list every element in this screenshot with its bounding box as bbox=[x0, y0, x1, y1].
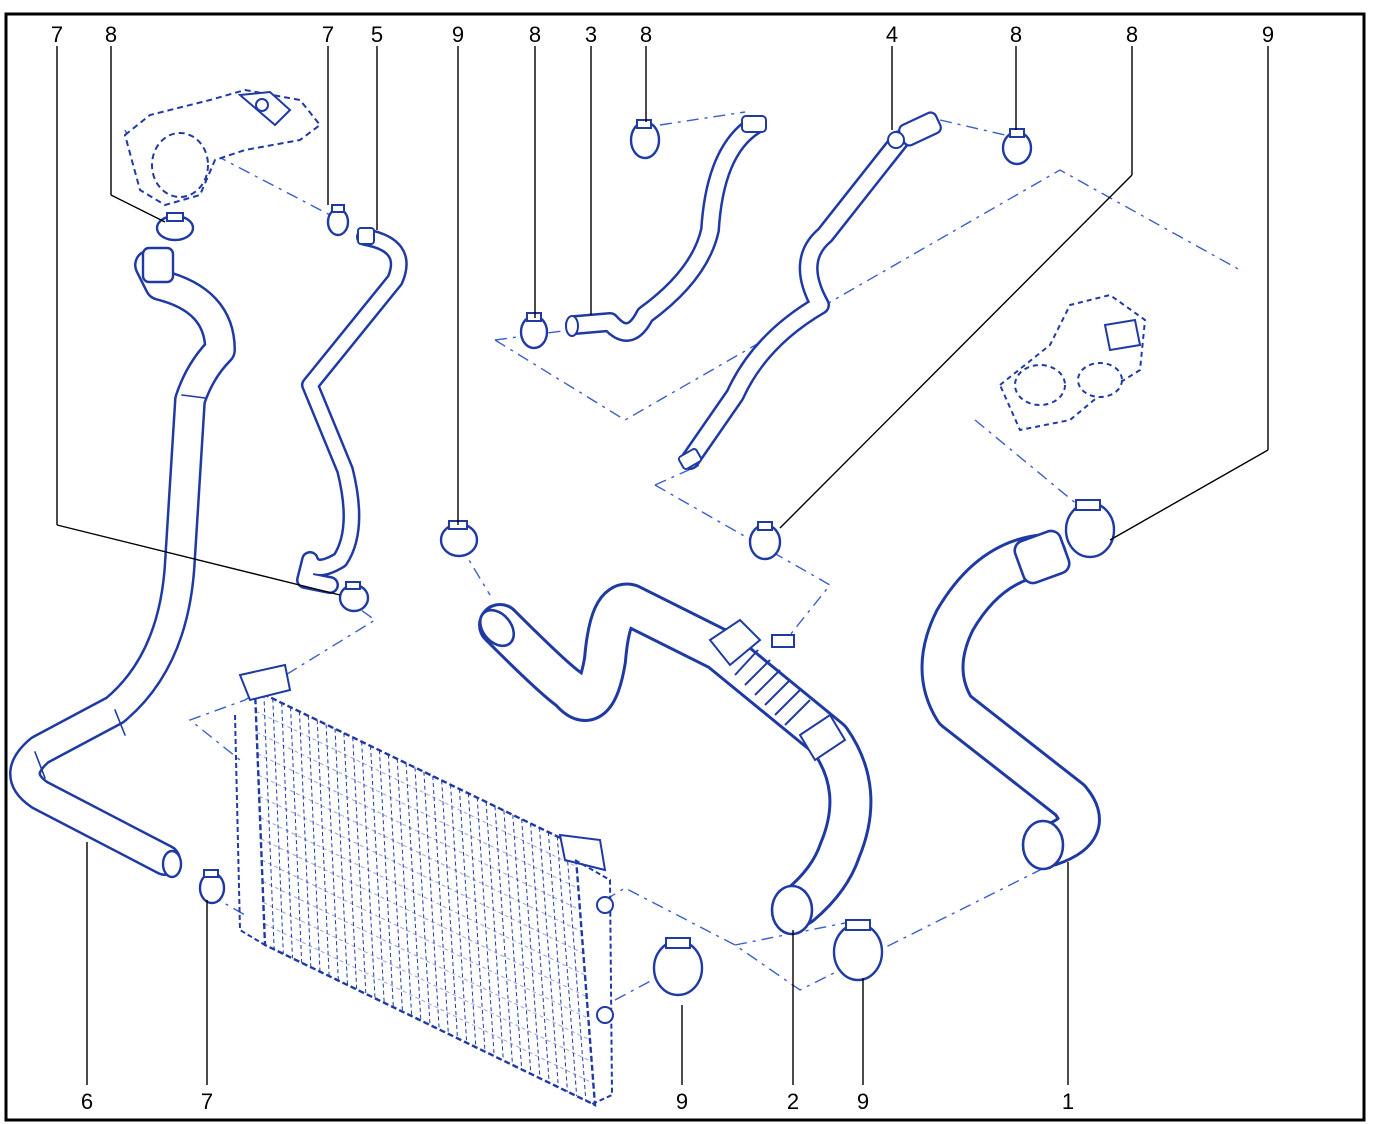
callout-top-10: 8 bbox=[1010, 22, 1022, 47]
clamp-8-d bbox=[519, 312, 549, 350]
callout-top-2: 8 bbox=[105, 22, 117, 47]
hose-5 bbox=[296, 227, 408, 594]
callout-top-9: 4 bbox=[886, 22, 898, 47]
callout-bottom-4: 2 bbox=[787, 1089, 799, 1114]
callout-bottom-6: 1 bbox=[1062, 1089, 1074, 1114]
clamp-9-c bbox=[652, 937, 704, 997]
engine-outlet-housing bbox=[123, 88, 322, 207]
clamp-9-a bbox=[439, 520, 479, 558]
callout-bottom-1: 6 bbox=[81, 1089, 93, 1114]
clamp-9-b bbox=[1064, 499, 1116, 559]
hose-3 bbox=[565, 115, 767, 342]
callout-top-6: 8 bbox=[529, 22, 541, 47]
hose-1 bbox=[920, 529, 1101, 871]
hose-6-lower-end bbox=[161, 849, 183, 879]
clamp-7-a bbox=[326, 204, 350, 237]
clamp-8-e bbox=[748, 521, 782, 561]
callout-top-1: 7 bbox=[51, 22, 63, 47]
radiator bbox=[234, 663, 614, 1107]
hose-2-lower-end bbox=[770, 884, 814, 936]
hose-6-upper-end bbox=[141, 246, 175, 284]
callout-top-8: 8 bbox=[640, 22, 652, 47]
clamp-7-b bbox=[338, 581, 370, 613]
clamp-8-a bbox=[155, 212, 195, 242]
callout-top-12: 9 bbox=[1262, 22, 1274, 47]
callout-top-3: 7 bbox=[322, 22, 334, 47]
hose-2 bbox=[478, 582, 873, 936]
clamp-8-b bbox=[629, 119, 661, 160]
callouts-bottom: 6 7 9 2 9 1 bbox=[81, 1089, 1074, 1114]
diagram-border bbox=[4, 12, 1366, 1122]
callouts-top: 7 8 7 5 9 8 3 8 4 8 8 9 bbox=[51, 22, 1274, 47]
hose-1-upper-end bbox=[1013, 529, 1071, 585]
clamp-7-c bbox=[198, 869, 226, 905]
callout-bottom-3: 9 bbox=[676, 1089, 688, 1114]
thermostat-housing bbox=[998, 293, 1147, 432]
hose-4 bbox=[677, 111, 942, 470]
callout-top-4: 5 bbox=[371, 22, 383, 47]
callout-top-5: 9 bbox=[452, 22, 464, 47]
hose-2-upper-end bbox=[478, 608, 516, 648]
clamps bbox=[155, 119, 1116, 997]
callout-bottom-2: 7 bbox=[201, 1089, 213, 1114]
hose-1-lower-end bbox=[1021, 819, 1065, 871]
callout-top-11: 8 bbox=[1126, 22, 1138, 47]
hose-6 bbox=[9, 246, 236, 879]
leader-lines bbox=[56, 46, 1269, 1085]
clamp-9-d bbox=[832, 919, 884, 982]
callout-bottom-5: 9 bbox=[857, 1089, 869, 1114]
callout-top-7: 3 bbox=[585, 22, 597, 47]
clamp-8-c bbox=[1001, 128, 1033, 166]
